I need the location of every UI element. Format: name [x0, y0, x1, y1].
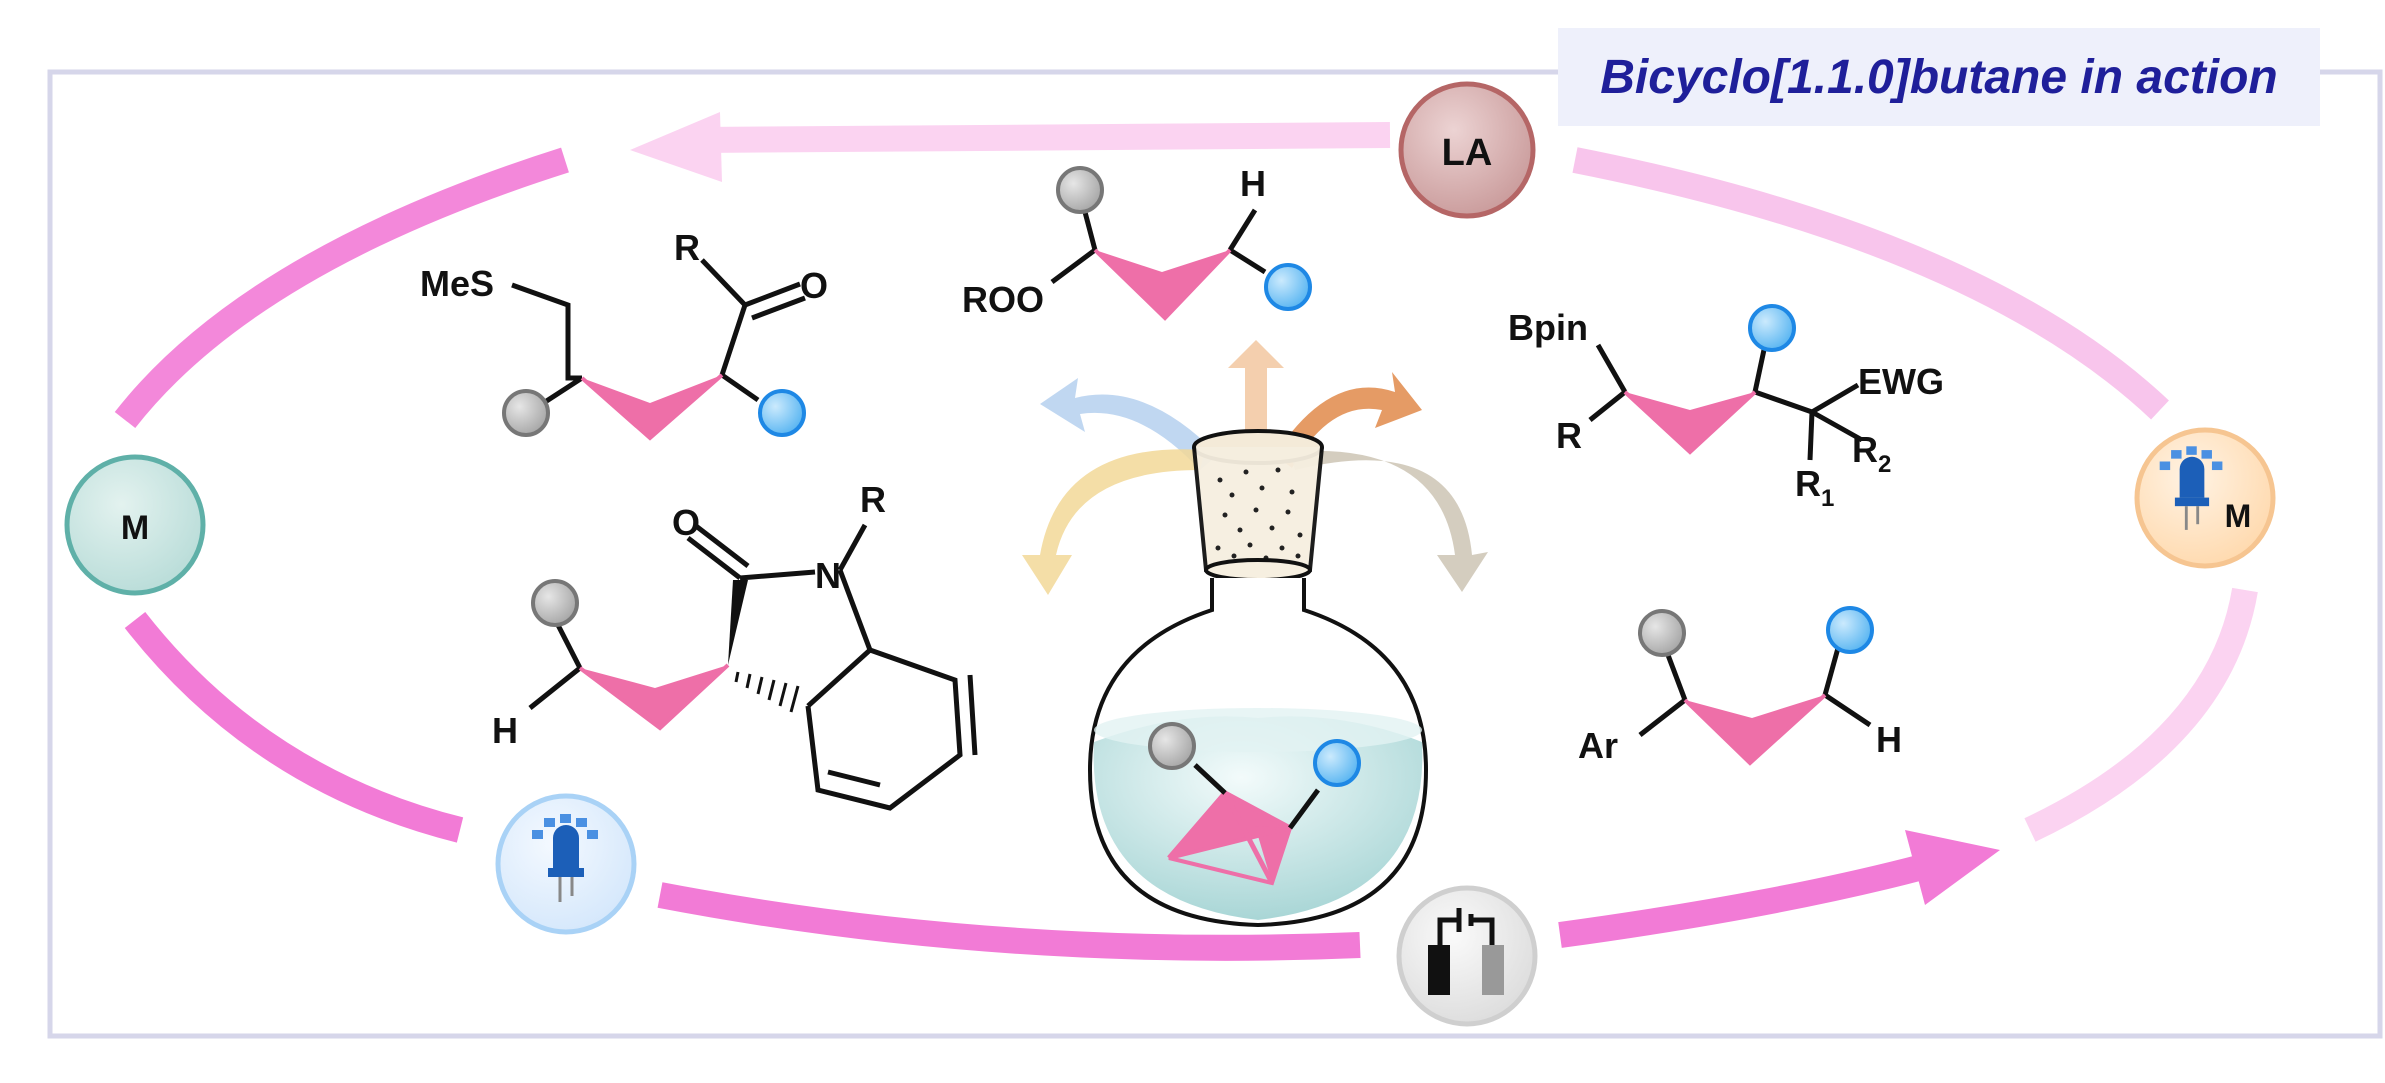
label-aryl: Ar	[1578, 725, 1618, 766]
photocatalysis-node	[495, 793, 637, 935]
label-r2: R2	[1852, 429, 1891, 478]
product-aryl: Ar H	[1578, 606, 1902, 766]
arrow-up	[1228, 340, 1284, 430]
metal-node: M	[64, 454, 206, 596]
label-thioether: MeS	[420, 263, 494, 304]
label-oxindole-o: O	[672, 502, 700, 543]
reaction-cycle	[114, 112, 2258, 961]
lewis-acid-node: LA	[1398, 81, 1536, 219]
title-banner: Bicyclo[1.1.0]butane in action	[1558, 28, 2320, 126]
figure-frame	[47, 69, 2383, 1039]
label-ester: ROO	[962, 279, 1044, 320]
cycle-arc-top-right	[1572, 147, 2169, 420]
arrow-right-upper	[1275, 372, 1422, 468]
cycle-arc-right	[2024, 587, 2258, 842]
cycle-arc-top-left	[114, 147, 569, 429]
cycle-arrowhead-bottom	[1905, 830, 2000, 905]
cycle-arc-top	[699, 122, 1391, 153]
label-r1: R1	[1795, 463, 1834, 512]
electrode-icon	[1437, 908, 1495, 945]
label-aryl-h: H	[1876, 719, 1902, 760]
photo-metal-node: M	[2134, 427, 2276, 569]
electrochemistry-node	[1396, 885, 1538, 1027]
photo-metal-label: M	[2225, 498, 2252, 534]
page-title: Bicyclo[1.1.0]butane in action	[1600, 50, 2278, 104]
lewis-acid-label: LA	[1442, 132, 1493, 174]
metal-label: M	[121, 509, 149, 547]
flask-icon	[1022, 340, 1488, 928]
label-ewg: EWG	[1858, 361, 1944, 402]
label-oxindole-r: R	[860, 479, 886, 520]
product-boronate: Bpin R EWG R2 R1	[1508, 304, 1944, 512]
arrow-left-lower	[1022, 449, 1205, 595]
led-icon	[2159, 446, 2223, 530]
product-spirooxindole: O N R H	[492, 479, 978, 811]
label-ester-h: H	[1240, 163, 1266, 204]
label-oxindole-n: N	[815, 555, 841, 596]
arrow-left	[1040, 378, 1218, 470]
cycle-arc-left-bottom	[124, 611, 464, 843]
label-carbonyl-o: O	[800, 265, 828, 306]
label-boronate-r: R	[1556, 415, 1582, 456]
product-ester: ROO H	[962, 163, 1312, 321]
flask-bcb	[1148, 722, 1361, 886]
cycle-arc-bottom-right	[1558, 852, 1934, 948]
label-oxindole-h: H	[492, 710, 518, 751]
led-icon	[532, 814, 598, 902]
cycle-arrowhead-top	[630, 112, 722, 182]
label-carbonyl-r: R	[674, 227, 700, 268]
arrow-right-lower	[1290, 450, 1488, 592]
cycle-arc-bottom	[657, 882, 1361, 961]
product-thioether-ketone: MeS R O	[420, 227, 828, 441]
label-boronate: Bpin	[1508, 307, 1588, 348]
